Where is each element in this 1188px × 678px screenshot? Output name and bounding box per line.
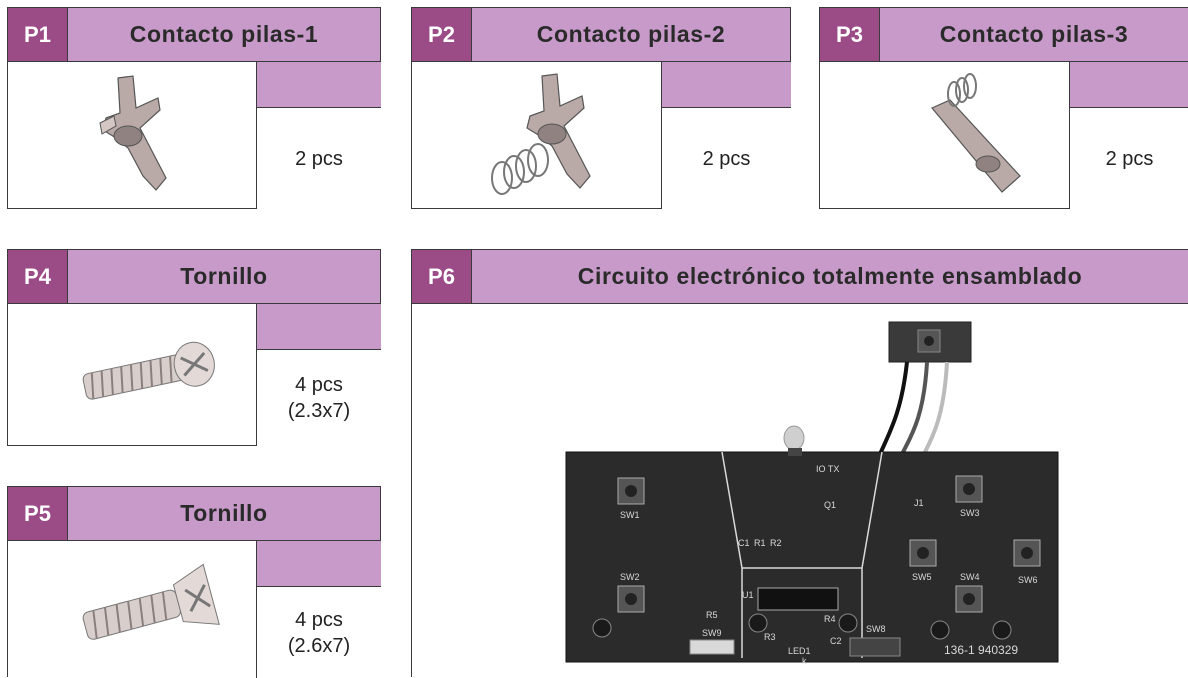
part-code: P4: [8, 250, 68, 303]
pcb-label: SW1: [620, 510, 640, 520]
pcb-label: SW9: [702, 628, 722, 638]
part-header: P5 Tornillo: [8, 487, 380, 541]
qty-header-cell: [256, 304, 381, 350]
pcb-label: SW5: [912, 572, 932, 582]
part-card-p4: P4 Tornillo 4 pcs (2.3x7): [7, 249, 381, 446]
pcb-label: C1: [738, 538, 750, 548]
circuit-board-image: SW1 SW2 SW3 SW4 SW5 SW6 SW8 SW9 C1 R1 R2…: [562, 318, 1062, 666]
part-title: Contacto pilas-3: [939, 21, 1129, 47]
pcb-label: LED1: [788, 646, 811, 656]
pcb-label: R2: [770, 538, 782, 548]
board-id: 136-1 940329: [944, 643, 1018, 657]
countersunk-screw-image: [63, 549, 243, 669]
part-card-p6: P6 Circuito electrónico totalmente ensam…: [411, 249, 1188, 677]
part-quantity-cell: 4 pcs (2.6x7): [256, 587, 381, 678]
part-header: P1 Contacto pilas-1: [8, 8, 380, 62]
qty-header-cell: [661, 62, 791, 108]
qty-header-cell: [256, 62, 381, 108]
pcb-label: R5: [706, 610, 718, 620]
part-title: Contacto pilas-2: [536, 21, 726, 47]
pcb-label: k: [802, 656, 807, 666]
screw-image: [63, 312, 243, 432]
part-code: P1: [8, 8, 68, 61]
part-header: P4 Tornillo: [8, 250, 380, 304]
qty-header-cell: [1069, 62, 1188, 108]
part-quantity-cell: 4 pcs (2.3x7): [256, 350, 381, 446]
part-quantity: 2 pcs: [1069, 108, 1188, 209]
pcb-label: C2: [830, 636, 842, 646]
part-header: P6 Circuito electrónico totalmente ensam…: [412, 250, 1188, 304]
part-quantity: 4 pcs: [295, 374, 343, 396]
part-code: P3: [820, 8, 880, 61]
battery-contact-spring-image: [462, 66, 642, 206]
part-title: Circuito electrónico totalmente ensambla…: [577, 263, 1083, 289]
pcb-label: SW3: [960, 508, 980, 518]
pcb-label: SW6: [1018, 575, 1038, 585]
part-title: Tornillo: [180, 263, 268, 289]
pcb-label: R1: [754, 538, 766, 548]
pcb-label: U1: [742, 590, 754, 600]
part-quantity: 2 pcs: [256, 108, 381, 209]
part-card-p3: P3 Contacto pilas-3 2 pcs: [819, 7, 1188, 209]
part-title: Contacto pilas-1: [129, 21, 319, 47]
pcb-label: R4: [824, 614, 836, 624]
part-card-p5: P5 Tornillo 4 pcs (2.6x7): [7, 486, 381, 678]
part-code: P2: [412, 8, 472, 61]
pcb-label: SW8: [866, 624, 886, 634]
part-title: Tornillo: [180, 500, 268, 526]
battery-contact-flat-spring-image: [870, 66, 1050, 206]
pcb-label: Q1: [824, 500, 836, 510]
part-header: P2 Contacto pilas-2: [412, 8, 790, 62]
part-code: P5: [8, 487, 68, 540]
part-quantity: 4 pcs: [295, 608, 343, 631]
pcb-label: R3: [764, 632, 776, 642]
part-card-p1: P1 Contacto pilas-1 2 pcs: [7, 7, 381, 209]
qty-header-cell: [256, 541, 381, 587]
part-spec: (2.6x7): [287, 634, 351, 657]
part-header: P3 Contacto pilas-3: [820, 8, 1188, 62]
pcb-label: IO TX: [816, 464, 839, 474]
part-quantity: 2 pcs: [661, 108, 791, 209]
pcb-label: J1: [914, 498, 924, 508]
part-card-p2: P2 Contacto pilas-2 2 pcs: [411, 7, 791, 209]
pcb-label: SW4: [960, 572, 980, 582]
battery-contact-image: [48, 68, 228, 208]
part-spec: (2.3x7): [287, 400, 351, 422]
part-code: P6: [412, 250, 472, 303]
pcb-label: SW2: [620, 572, 640, 582]
